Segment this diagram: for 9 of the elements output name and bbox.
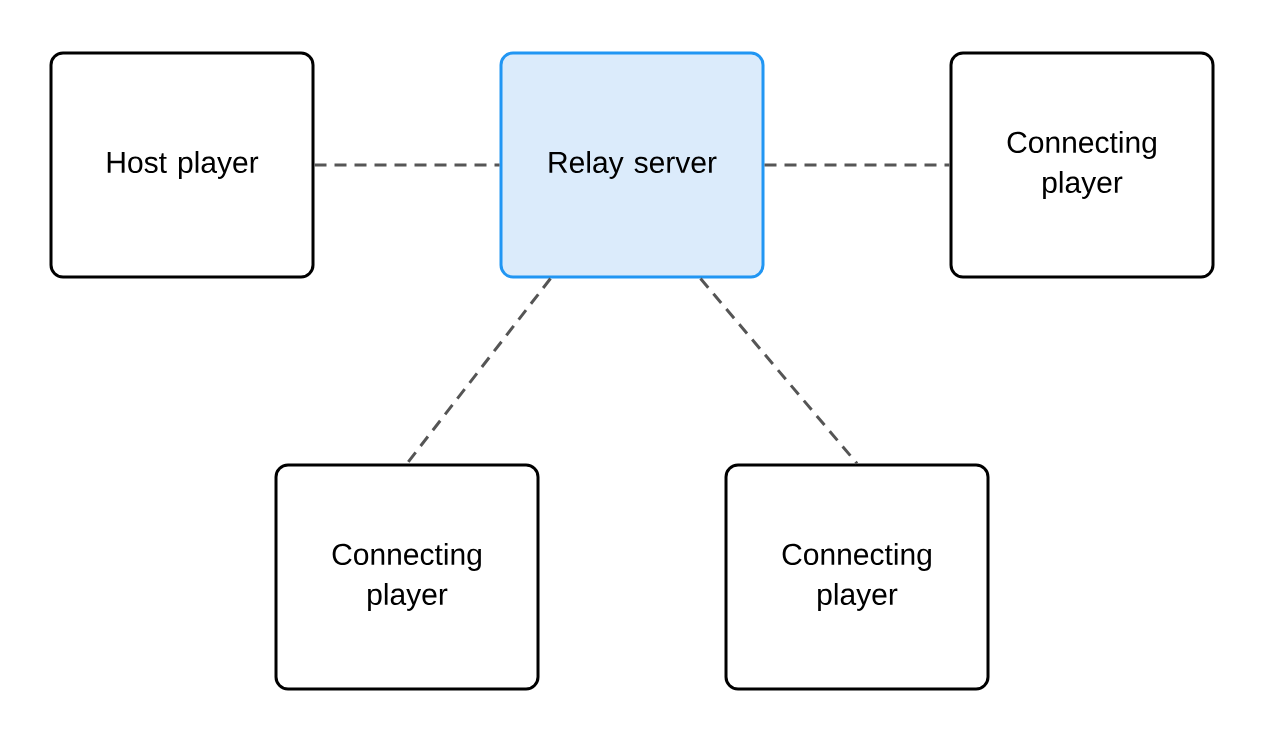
connector-line — [405, 277, 552, 465]
connector-line — [314, 163, 500, 167]
connector-line — [699, 277, 859, 465]
player-box: Connecting player — [274, 463, 540, 691]
player-box: Connecting player — [724, 463, 990, 691]
server-box: Relay server — [499, 51, 765, 279]
player-box: Host player — [49, 51, 315, 279]
player-box: Connecting player — [949, 51, 1215, 279]
connector-line — [764, 163, 950, 167]
